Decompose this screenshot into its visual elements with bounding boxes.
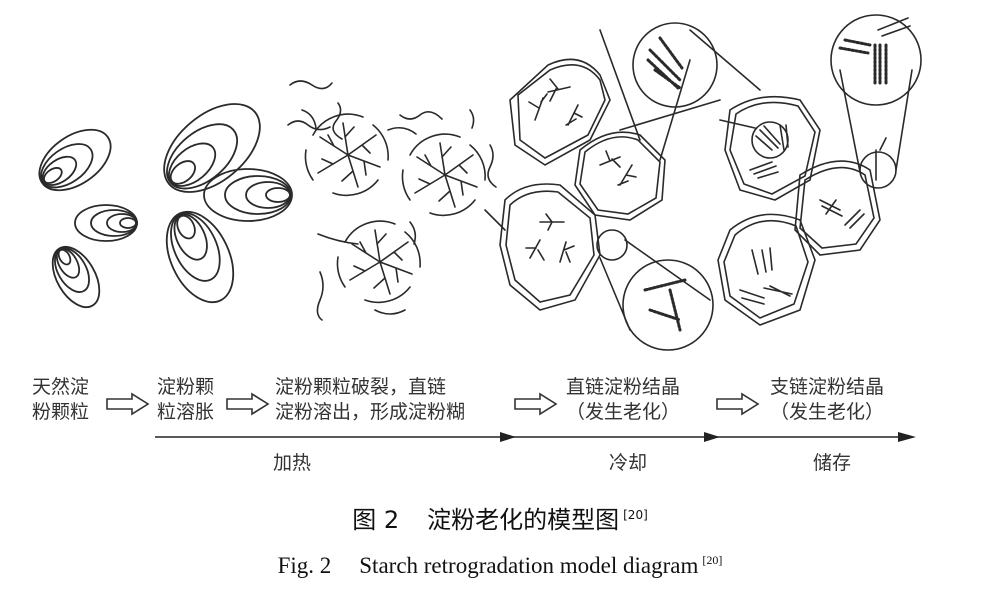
caption-en-title: Starch retrogradation model diagram: [359, 553, 699, 578]
step-amylopectin-crystallization: 支链淀粉结晶 （发生老化）: [770, 375, 884, 425]
starch-retrogradation-illustration: [38, 14, 922, 351]
caption-cn-title: 淀粉老化的模型图: [427, 506, 620, 534]
amylopectin-crystallization-panel: [689, 14, 922, 326]
stage-storage: 储存: [813, 452, 852, 474]
step-native-granules: 天然淀 粉颗粒: [32, 375, 89, 425]
step-2-line-2: 粒溶胀: [157, 401, 215, 423]
swollen-granules-panel: [163, 103, 293, 304]
arrowhead-icon: [704, 432, 720, 442]
native-granules-panel: [38, 128, 138, 309]
step-2-line-1: 淀粉颗: [157, 376, 215, 398]
step-1-line-1: 天然淀: [32, 376, 90, 398]
step-gelatinization: 淀粉颗粒破裂，直链 淀粉溶出，形成淀粉糊: [275, 375, 465, 425]
step-1-line-2: 粉颗粒: [32, 401, 90, 423]
step-5-line-1: 支链淀粉结晶: [770, 376, 885, 398]
stage-cooling: 冷却: [609, 452, 648, 474]
caption-chinese: 图 2 淀粉老化的模型图[20]: [0, 500, 1000, 535]
amylose-crystallization-panel: [499, 22, 721, 351]
caption-en-number: Fig. 2: [277, 553, 332, 578]
step-3-line-2: 淀粉溶出，形成淀粉糊: [275, 401, 466, 423]
caption-cn-reference: [20]: [623, 508, 648, 522]
arrowhead-icon: [898, 432, 916, 442]
arrowhead-icon: [500, 432, 516, 442]
step-5-line-2: （发生老化）: [770, 401, 885, 423]
hollow-arrow-right-icon: [716, 392, 760, 416]
caption-english: Fig. 2 Starch retrogradation model diagra…: [0, 553, 1000, 579]
stage-heating: 加热: [273, 452, 312, 474]
hollow-arrow-right-icon: [514, 392, 558, 416]
process-timeline: [155, 432, 916, 442]
hollow-arrow-right-icon: [106, 392, 150, 416]
step-4-line-2: （发生老化）: [566, 401, 681, 423]
step-3-line-1: 淀粉颗粒破裂，直链: [275, 376, 447, 398]
gelatinized-paste-panel: [287, 80, 506, 321]
hollow-arrow-right-icon: [226, 392, 270, 416]
caption-cn-number: 图 2: [352, 506, 400, 534]
caption-en-reference: [20]: [702, 553, 723, 568]
step-swollen-granules: 淀粉颗 粒溶胀: [157, 375, 214, 425]
step-amylose-crystallization: 直链淀粉结晶 （发生老化）: [566, 375, 680, 425]
step-4-line-1: 直链淀粉结晶: [566, 376, 681, 398]
